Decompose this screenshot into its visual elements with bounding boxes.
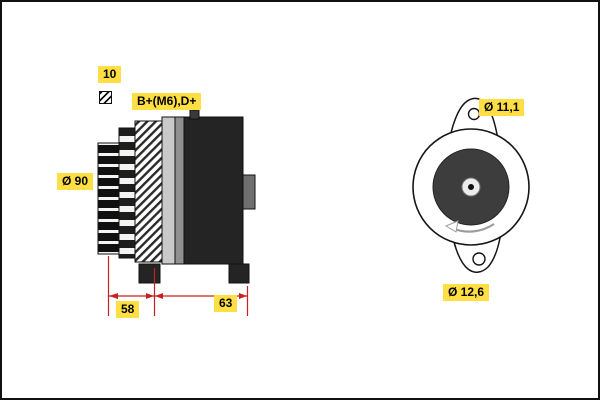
rear-housing (183, 116, 244, 265)
label-pulley-diameter: Ø 90 (57, 173, 94, 190)
stator-band-dark (174, 116, 185, 265)
mounting-lug-front (138, 263, 161, 284)
dim-arrow (146, 293, 154, 299)
dim-arrow (109, 293, 118, 299)
pulley (97, 142, 120, 255)
label-dimension-rear: 63 (214, 295, 238, 312)
rear-terminal (242, 174, 256, 210)
mounting-hole-top (467, 107, 481, 121)
fan-fins (118, 127, 136, 259)
diagonal-hatch-material-icon (99, 91, 112, 104)
b-plus-terminal-stud (189, 109, 200, 120)
stator-band-light (161, 116, 176, 265)
label-top-hole-diameter: Ø 11,1 (479, 99, 525, 116)
label-groove-count: 10 (98, 66, 122, 83)
mounting-lug-rear (228, 263, 250, 284)
rotation-arrow (453, 223, 495, 233)
label-bottom-hole-diameter: Ø 12,6 (443, 284, 490, 301)
mounting-hole-bottom (472, 252, 486, 266)
side-view (97, 109, 256, 284)
shaft-center (468, 184, 474, 190)
label-dimension-front: 58 (116, 301, 140, 318)
dim-arrow (239, 293, 247, 299)
label-terminals: B+(M6),D+ (132, 93, 202, 110)
drive-end-bracket (134, 120, 163, 263)
rotation-arrow-head (444, 220, 459, 233)
front-view (412, 97, 530, 273)
dim-arrow (155, 293, 163, 299)
